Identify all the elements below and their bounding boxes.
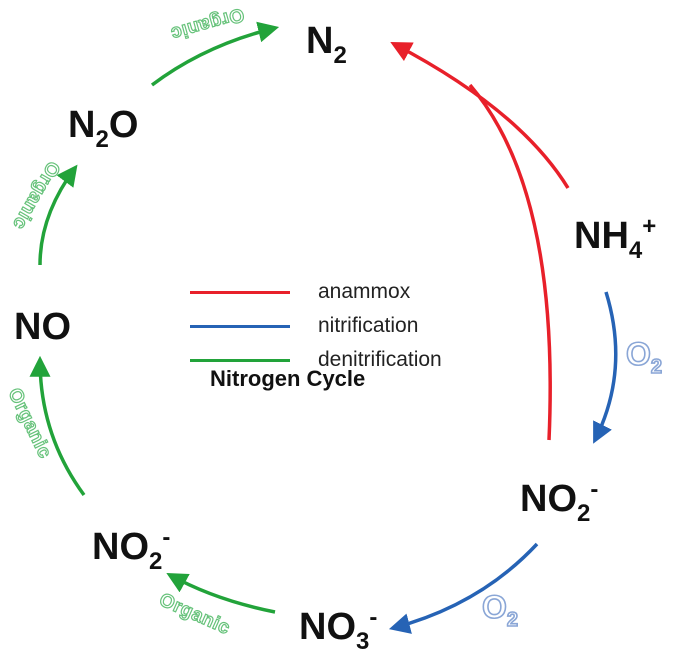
diagram-title: Nitrogen Cycle xyxy=(210,366,366,391)
anammox-arrow-from-nh4 xyxy=(390,42,570,189)
legend-swatch-nitrification xyxy=(190,325,290,328)
nitrification-arrow-nh4-to-no2 xyxy=(593,291,618,444)
legend-swatch-anammox xyxy=(190,291,290,294)
denitrification-arrow-no3-to-no2 xyxy=(166,572,276,614)
species-no2-left: NO2- xyxy=(92,524,171,575)
anammox-arrow-from-no2 xyxy=(468,83,552,441)
legend-label-denitrification: denitrification xyxy=(318,348,442,371)
species-nh4: NH4+ xyxy=(574,213,657,264)
organic-label-no-to-n2o: Organic xyxy=(8,158,64,234)
denitrification-arrow-no2-to-no xyxy=(29,355,86,497)
organic-label-n2o-to-n2: Organic xyxy=(168,3,246,44)
o2-label-nh4-to-no2: O2 xyxy=(626,336,662,378)
legend-swatch-denitrification xyxy=(190,359,290,362)
legend-label-anammox: anammox xyxy=(318,280,411,303)
o2-label-no2-to-no3: O2 xyxy=(482,589,518,631)
species-n2: N2 xyxy=(306,20,347,69)
denitrification-arrow-no-to-n2o xyxy=(38,164,78,266)
nitrification-arrow-no2-to-no3 xyxy=(388,542,539,634)
species-no: NO xyxy=(14,306,71,348)
species-no3: NO3- xyxy=(299,604,378,655)
species-n2o: N2O xyxy=(68,104,139,153)
denitrification-arrow-n2o-to-n2 xyxy=(150,21,280,87)
legend-label-nitrification: nitrification xyxy=(318,314,419,337)
species-no2-right: NO2- xyxy=(520,476,599,527)
